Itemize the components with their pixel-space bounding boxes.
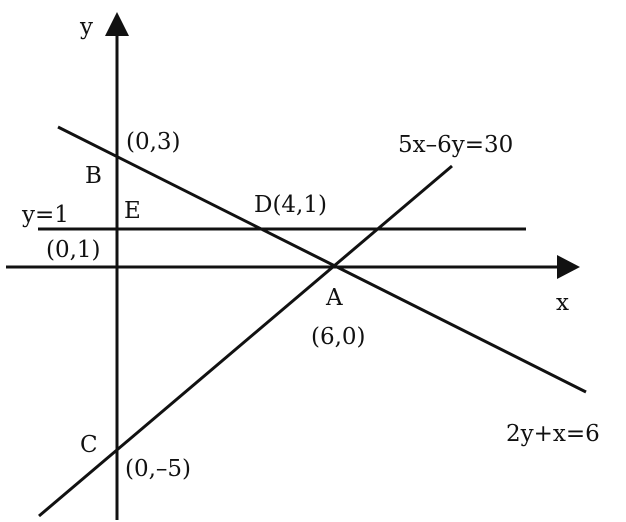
- y-axis-label: y: [79, 14, 93, 40]
- line-5x-minus-6y-eq-30-label: 5x–6y=30: [398, 132, 513, 158]
- line-y-eq-1-label: y=1: [21, 202, 69, 228]
- point-e-label: E: [124, 198, 141, 224]
- point-d-label: D(4,1): [254, 192, 327, 218]
- x-axis-arrowhead: [557, 255, 580, 279]
- point-c-label: C: [80, 432, 98, 458]
- point-a-label: A: [325, 285, 343, 311]
- line-5x-minus-6y-eq-30: [38, 164, 453, 518]
- point-c-coord: (0,–5): [125, 456, 191, 482]
- point-e-coord: (0,1): [46, 237, 101, 263]
- x-axis-label: x: [556, 290, 569, 316]
- line-2y-plus-x-eq-6: [57, 125, 587, 394]
- point-b-label: B: [85, 163, 102, 189]
- point-b-coord: (0,3): [126, 129, 181, 155]
- y-axis-arrowhead: [105, 12, 129, 36]
- point-a-coord: (6,0): [311, 324, 366, 350]
- line-2y-plus-x-eq-6-label: 2y+x=6: [506, 421, 600, 447]
